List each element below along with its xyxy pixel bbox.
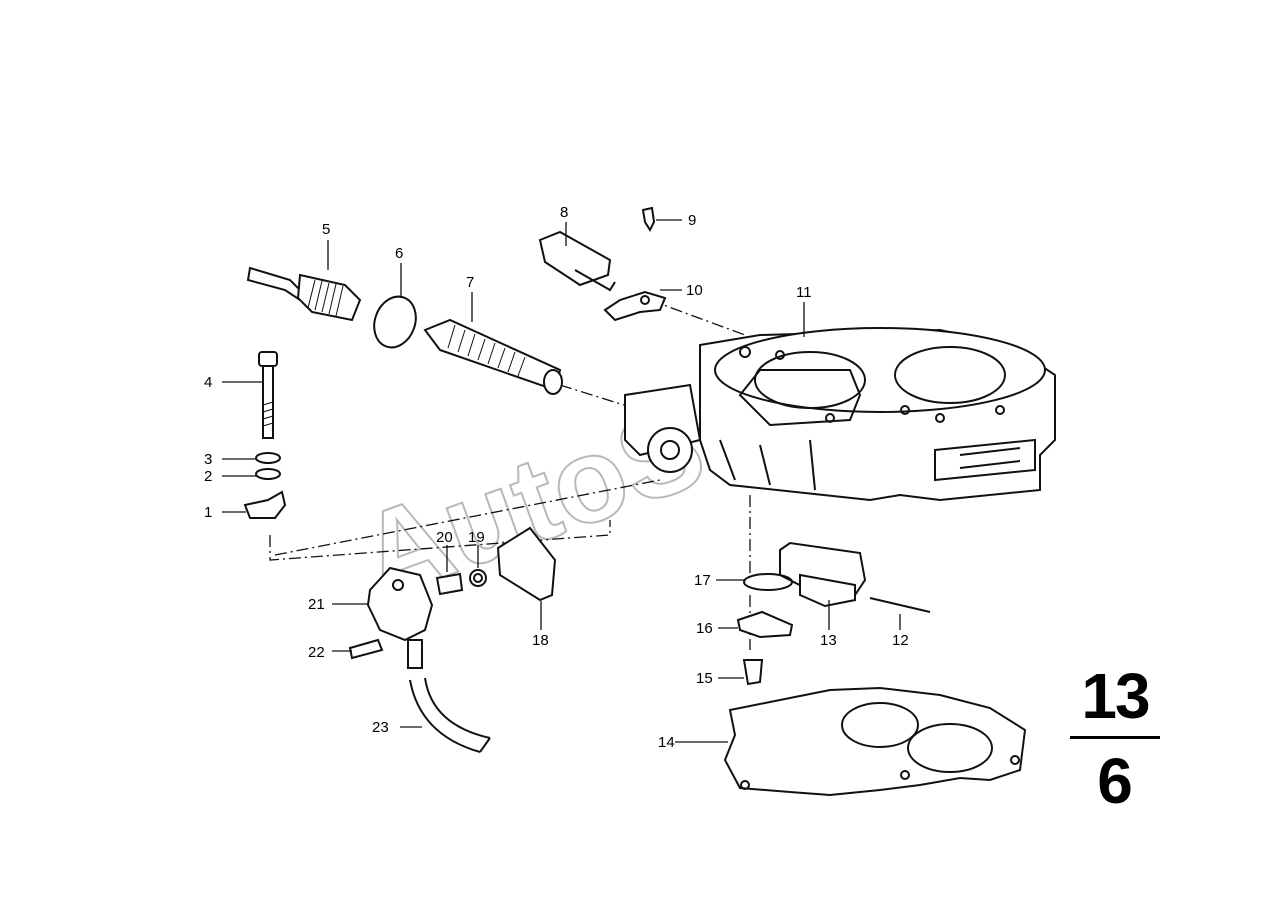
callout-22: 22 — [308, 644, 325, 661]
fuel-filter — [423, 318, 563, 395]
sealing-ring — [373, 295, 417, 349]
callout-3: 3 — [204, 451, 212, 468]
bolt-assembly — [243, 351, 287, 519]
carburettor-body — [624, 327, 1056, 502]
callout-6: 6 — [395, 245, 403, 262]
callout-12: 12 — [892, 632, 909, 649]
callout-20: 20 — [436, 529, 453, 546]
callout-labels: 1 2 3 4 5 6 7 8 9 10 11 12 13 14 15 16 1… — [204, 204, 909, 751]
group-number-bottom: 6 — [1097, 745, 1133, 817]
callout-13: 13 — [820, 632, 837, 649]
fuel-hose — [409, 677, 491, 753]
callout-10: 10 — [686, 282, 703, 299]
leader-lines — [222, 219, 901, 743]
callout-15: 15 — [696, 670, 713, 687]
group-number-top: 13 — [1081, 660, 1150, 732]
choke-linkage — [538, 206, 667, 322]
callout-14: 14 — [658, 734, 675, 751]
callout-18: 18 — [532, 632, 549, 649]
callout-11: 11 — [796, 284, 812, 301]
callout-1: 1 — [204, 504, 212, 521]
callout-9: 9 — [688, 212, 696, 229]
group-number: 13 6 — [1070, 660, 1160, 817]
callout-23: 23 — [372, 719, 389, 736]
choke-unit — [736, 541, 931, 686]
callout-17: 17 — [694, 572, 711, 589]
gasket — [723, 686, 1027, 797]
callout-8: 8 — [560, 204, 568, 221]
callout-2: 2 — [204, 468, 212, 485]
inlet-fitting — [246, 266, 362, 322]
callout-19: 19 — [468, 529, 485, 546]
callout-16: 16 — [696, 620, 713, 637]
cover-assembly — [348, 526, 557, 669]
callout-4: 4 — [204, 374, 212, 391]
callout-7: 7 — [466, 274, 474, 291]
group-number-divider — [1070, 736, 1160, 739]
callout-21: 21 — [308, 596, 325, 613]
callout-5: 5 — [322, 221, 330, 238]
